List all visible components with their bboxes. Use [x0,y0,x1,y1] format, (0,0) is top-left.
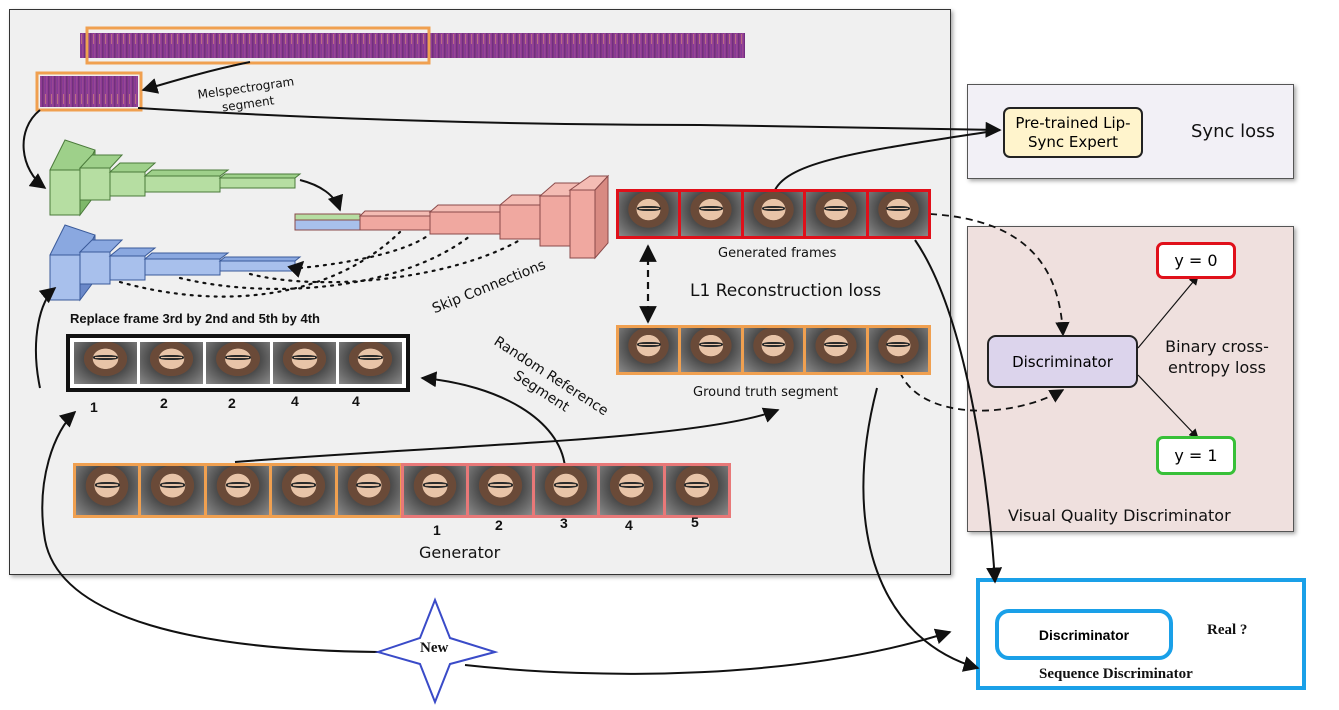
glasses-detail [761,342,786,348]
y0-label: y = 0 [1174,251,1218,270]
ground-truth-strip [616,325,931,375]
audio-encoder [49,139,302,217]
generator-title: Generator [419,543,501,562]
face-frame [337,466,401,515]
identity-encoder [49,224,302,302]
face-frame [681,192,741,236]
replace-number: 4 [291,393,299,409]
y1-box: y = 1 [1156,436,1236,475]
face-frame [76,466,139,515]
generated-label: Generated frames [718,246,837,261]
glasses-detail [886,342,911,348]
glasses-detail [290,481,316,488]
face-frame [141,466,204,515]
replace-frames-strip [66,334,410,392]
face-frame [600,466,663,515]
visual-discriminator-label: Discriminator [1012,352,1113,371]
glasses-detail [824,206,848,212]
flow-arrows [22,61,1199,675]
melspectrogram [35,26,745,112]
skip-connections [118,230,522,298]
face-frame [272,342,336,384]
replace-number: 2 [228,395,236,411]
glasses-detail [356,481,382,488]
face-frame [272,466,335,515]
face-frame [743,328,804,372]
face-frame [619,328,679,372]
face-frame [206,466,270,515]
face-frame [404,466,467,515]
generated-frames-strip [616,189,931,239]
sequence-disc-title: Sequence Discriminator [1039,666,1193,682]
glasses-detail [618,481,644,488]
face-frame [868,328,929,372]
face-frame [206,342,270,384]
y1-label: y = 1 [1174,446,1218,465]
lip-sync-expert-label: Pre-trained Lip-Sync Expert [1015,113,1131,151]
sequence-discriminator-label: Discriminator [1038,626,1130,643]
replace-number: 2 [160,395,168,411]
replace-number: 1 [90,399,98,415]
new-badge-label: New [420,640,449,656]
reference-number: 5 [691,514,699,530]
ground-truth-label: Ground truth segment [693,385,839,400]
glasses-detail [886,206,911,212]
glasses-detail [684,481,710,488]
face-frame [681,328,741,372]
glasses-detail [94,481,120,488]
l1-label: L1 Reconstruction loss [690,281,882,301]
glasses-detail [636,342,661,348]
visual-disc-title: Visual Quality Discriminator [1008,506,1231,525]
reference-number: 1 [433,522,441,538]
new-star-icon [374,597,499,705]
face-frame [619,192,679,236]
face-frame [140,342,204,384]
glasses-detail [92,355,119,361]
reference-frames-strip [401,463,731,518]
face-frame [743,192,804,236]
glasses-detail [761,206,786,212]
glasses-detail [291,355,317,361]
glasses-detail [699,206,723,212]
glasses-detail [159,355,185,361]
glasses-detail [225,481,251,488]
face-frame [469,466,532,515]
glasses-detail [636,206,661,212]
sync-loss-label: Sync loss [1191,121,1275,142]
sequence-discriminator-box: Discriminator [995,609,1173,660]
face-decoder [294,174,610,260]
real-label: Real ? [1207,622,1248,638]
dashed-arrows [639,213,1070,412]
reference-number: 3 [560,515,568,531]
glasses-detail [225,355,251,361]
glasses-detail [357,355,384,361]
face-frame [868,192,929,236]
glasses-detail [160,481,186,488]
visual-discriminator-box: Discriminator [987,335,1138,388]
identity-frames-strip [73,463,403,518]
face-frame [806,192,866,236]
glasses-detail [553,481,579,488]
face-frame [74,342,138,384]
glasses-detail [699,342,723,348]
face-frame [665,466,729,515]
face-frame [534,466,598,515]
glasses-detail [824,342,848,348]
reference-number: 4 [625,517,633,533]
bce-label: Binary cross-entropy loss [1165,337,1269,377]
replace-label: Replace frame 3rd by 2nd and 5th by 4th [70,311,320,326]
reference-number: 2 [495,517,503,533]
replace-number: 4 [352,393,360,409]
face-frame [338,342,403,384]
lip-sync-expert-box: Pre-trained Lip-Sync Expert [1003,107,1143,158]
glasses-detail [422,481,448,488]
y0-box: y = 0 [1156,242,1236,279]
glasses-detail [488,481,514,488]
face-frame [806,328,866,372]
